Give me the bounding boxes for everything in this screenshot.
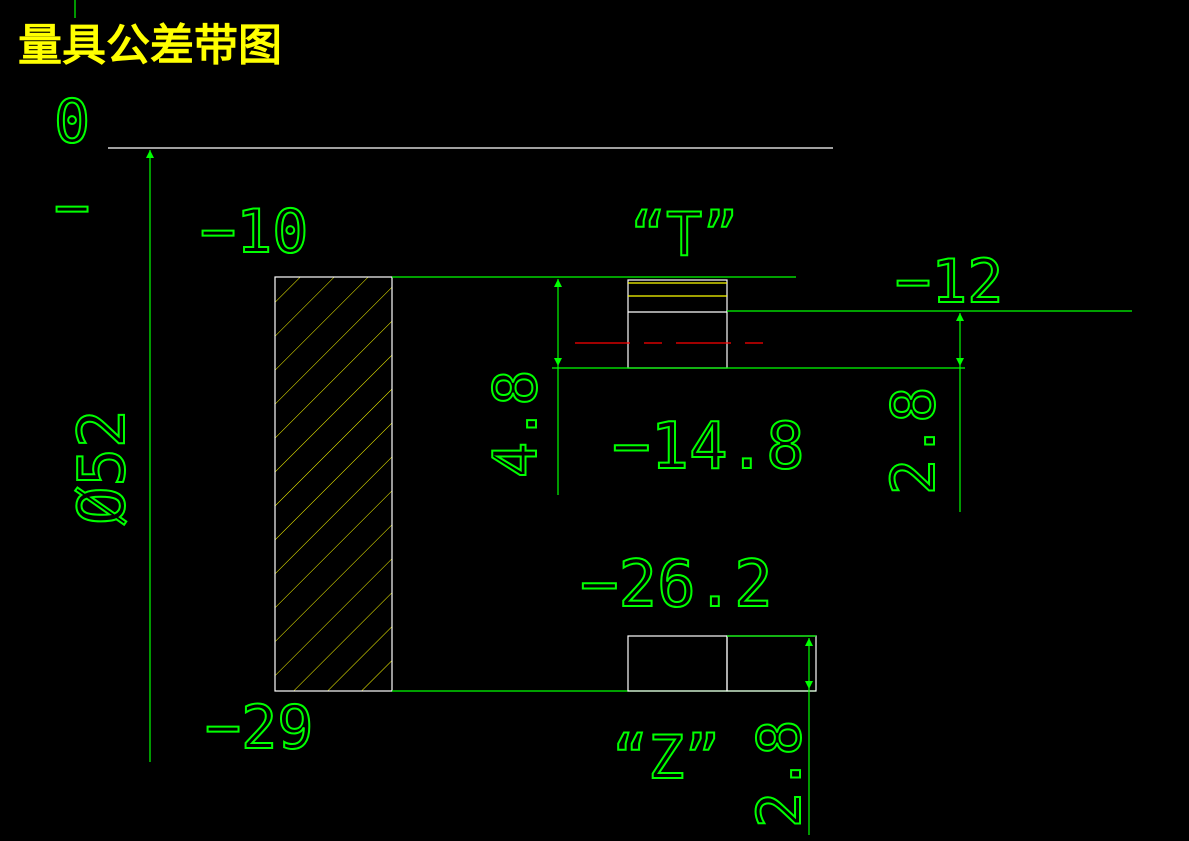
z-gauge-zone-extension (726, 635, 817, 692)
gauge-t-label: “T” (630, 200, 738, 270)
dim-4-8-label: 4.8 (481, 370, 551, 478)
t-offset-label: −12 (895, 247, 1003, 317)
drawing-title: 量具公差带图 (18, 20, 282, 71)
t-position-label: −14.8 (612, 410, 805, 484)
workpiece-tolerance-zone (274, 276, 393, 692)
z-position-label: −26.2 (580, 548, 773, 622)
diameter-label: Ø52 (66, 409, 140, 525)
gauge-z-label: “Z” (612, 723, 720, 793)
lower-limit-label: −29 (205, 693, 313, 763)
upper-limit-label: −10 (200, 197, 308, 267)
t-gauge-zone (627, 279, 728, 369)
dim-2-8-t-label: 2.8 (879, 387, 949, 495)
minus-sign-label: − (54, 173, 90, 243)
z-gauge-zone (627, 635, 728, 692)
zero-label: 0 (54, 87, 90, 157)
dim-2-8-z-label: 2.8 (745, 720, 815, 828)
